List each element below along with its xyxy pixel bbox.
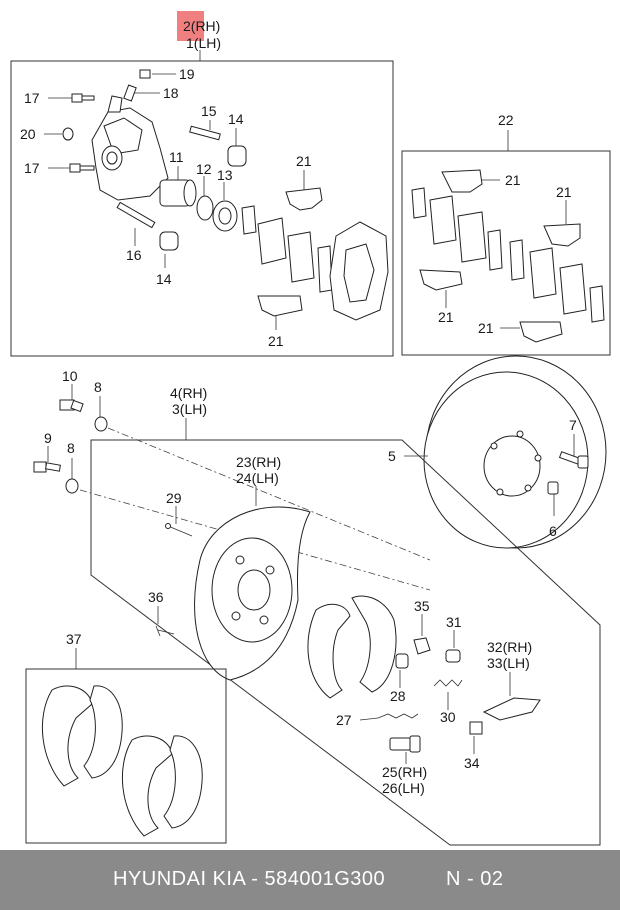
hub-bolt-7	[558, 451, 589, 469]
label-16: 16	[126, 247, 142, 263]
label-25-rh: 25(RH)	[382, 764, 427, 780]
bolt-17-upper	[71, 93, 95, 103]
backing-plate-23-24	[194, 506, 311, 681]
label-20: 20	[20, 126, 36, 142]
caliper-body	[91, 95, 169, 201]
bleeder-cap-19	[139, 69, 151, 79]
label-23-rh: 23(RH)	[236, 454, 281, 470]
parking-shoe-kit-37	[41, 685, 203, 837]
label-2-rh: 2(RH)	[183, 18, 220, 34]
label-9: 9	[44, 430, 52, 446]
label-26-lh: 26(LH)	[382, 780, 425, 796]
wheel-cylinder-25-26	[389, 735, 421, 753]
label-37: 37	[66, 631, 82, 647]
caliper-carrier-bracket	[329, 221, 389, 321]
label-28: 28	[390, 688, 406, 704]
label-21-kit-d: 21	[478, 320, 494, 336]
washer-8-lower	[65, 478, 79, 494]
label-4-rh: 4(RH)	[170, 385, 207, 401]
shoe-kit-frame	[25, 668, 227, 844]
pad-spring-21-bottom	[257, 295, 303, 317]
pad-spring-21-top	[285, 187, 323, 211]
piston-seal-12	[196, 195, 214, 221]
part-number-highlight	[177, 11, 204, 41]
brake-rotor-5	[423, 355, 607, 549]
bolt-17-lower	[69, 163, 95, 173]
footer-page-code: N - 02	[446, 868, 504, 890]
label-1-lh: 1(LH)	[186, 35, 221, 51]
spring-34	[469, 721, 483, 735]
adjuster-35	[413, 637, 431, 655]
label-32-rh: 32(RH)	[487, 639, 532, 655]
cap-20	[62, 127, 74, 141]
bolt-9	[33, 461, 61, 473]
boot-14-lower	[159, 231, 179, 251]
label-34: 34	[464, 755, 480, 771]
label-27: 27	[336, 712, 352, 728]
label-14-lower: 14	[156, 271, 172, 287]
pad-set-frame	[401, 150, 611, 356]
boot-14-upper	[227, 145, 247, 167]
caliper-assembly-frame	[10, 60, 394, 357]
label-33-lh: 33(LH)	[487, 655, 530, 671]
spring-31	[445, 649, 461, 663]
parking-lever-32-33	[482, 697, 541, 721]
label-29: 29	[166, 490, 182, 506]
bolt-10	[59, 399, 84, 413]
label-14-upper: 14	[228, 111, 244, 127]
label-17-upper: 17	[24, 90, 40, 106]
label-18: 18	[163, 85, 179, 101]
spring-28	[395, 653, 409, 669]
pad-kit-22	[411, 169, 605, 343]
label-3-lh: 3(LH)	[172, 401, 207, 417]
label-22: 22	[498, 112, 514, 128]
washer-8-upper	[94, 416, 108, 432]
label-31: 31	[446, 614, 462, 630]
label-21-kit-b: 21	[556, 184, 572, 200]
spring-27	[377, 713, 419, 719]
label-35: 35	[414, 598, 430, 614]
label-21-caliper-bottom: 21	[268, 333, 284, 349]
callout-labels: 2(RH) 1(LH) 19 18 17 20 17 15 14 11 12 1…	[20, 18, 577, 796]
label-11: 11	[169, 149, 184, 165]
label-21-kit-a: 21	[505, 172, 521, 188]
label-6: 6	[549, 523, 557, 539]
screw-6	[547, 481, 559, 495]
label-21-kit-c: 21	[438, 309, 454, 325]
label-8-lower: 8	[67, 440, 75, 456]
drum-brake-frame	[90, 439, 601, 846]
label-24-lh: 24(LH)	[236, 470, 279, 486]
footer-part-number: HYUNDAI KIA - 584001G300	[113, 868, 386, 890]
guide-pin-15	[189, 125, 221, 141]
label-36: 36	[148, 589, 164, 605]
brake-pads	[241, 205, 333, 293]
footer-bar: HYUNDAI KIA - 584001G300 N - 02	[0, 850, 620, 910]
label-8-upper: 8	[94, 379, 102, 395]
label-7: 7	[569, 417, 577, 433]
label-17-lower: 17	[24, 160, 40, 176]
pin-29	[165, 523, 193, 537]
label-13: 13	[217, 167, 233, 183]
label-10: 10	[62, 368, 78, 384]
label-12: 12	[196, 161, 212, 177]
label-19: 19	[179, 66, 195, 82]
spring-30	[433, 679, 463, 687]
bleeder-screw-18	[123, 84, 137, 102]
label-15: 15	[201, 103, 217, 119]
label-5: 5	[388, 448, 396, 464]
brake-shoe-assembly	[307, 595, 397, 699]
label-21-caliper-top: 21	[296, 153, 312, 169]
guide-pin-16	[116, 201, 156, 229]
piston-11	[159, 179, 197, 207]
leader-lines	[44, 73, 575, 764]
clip-36	[155, 625, 175, 637]
label-30: 30	[440, 709, 456, 725]
